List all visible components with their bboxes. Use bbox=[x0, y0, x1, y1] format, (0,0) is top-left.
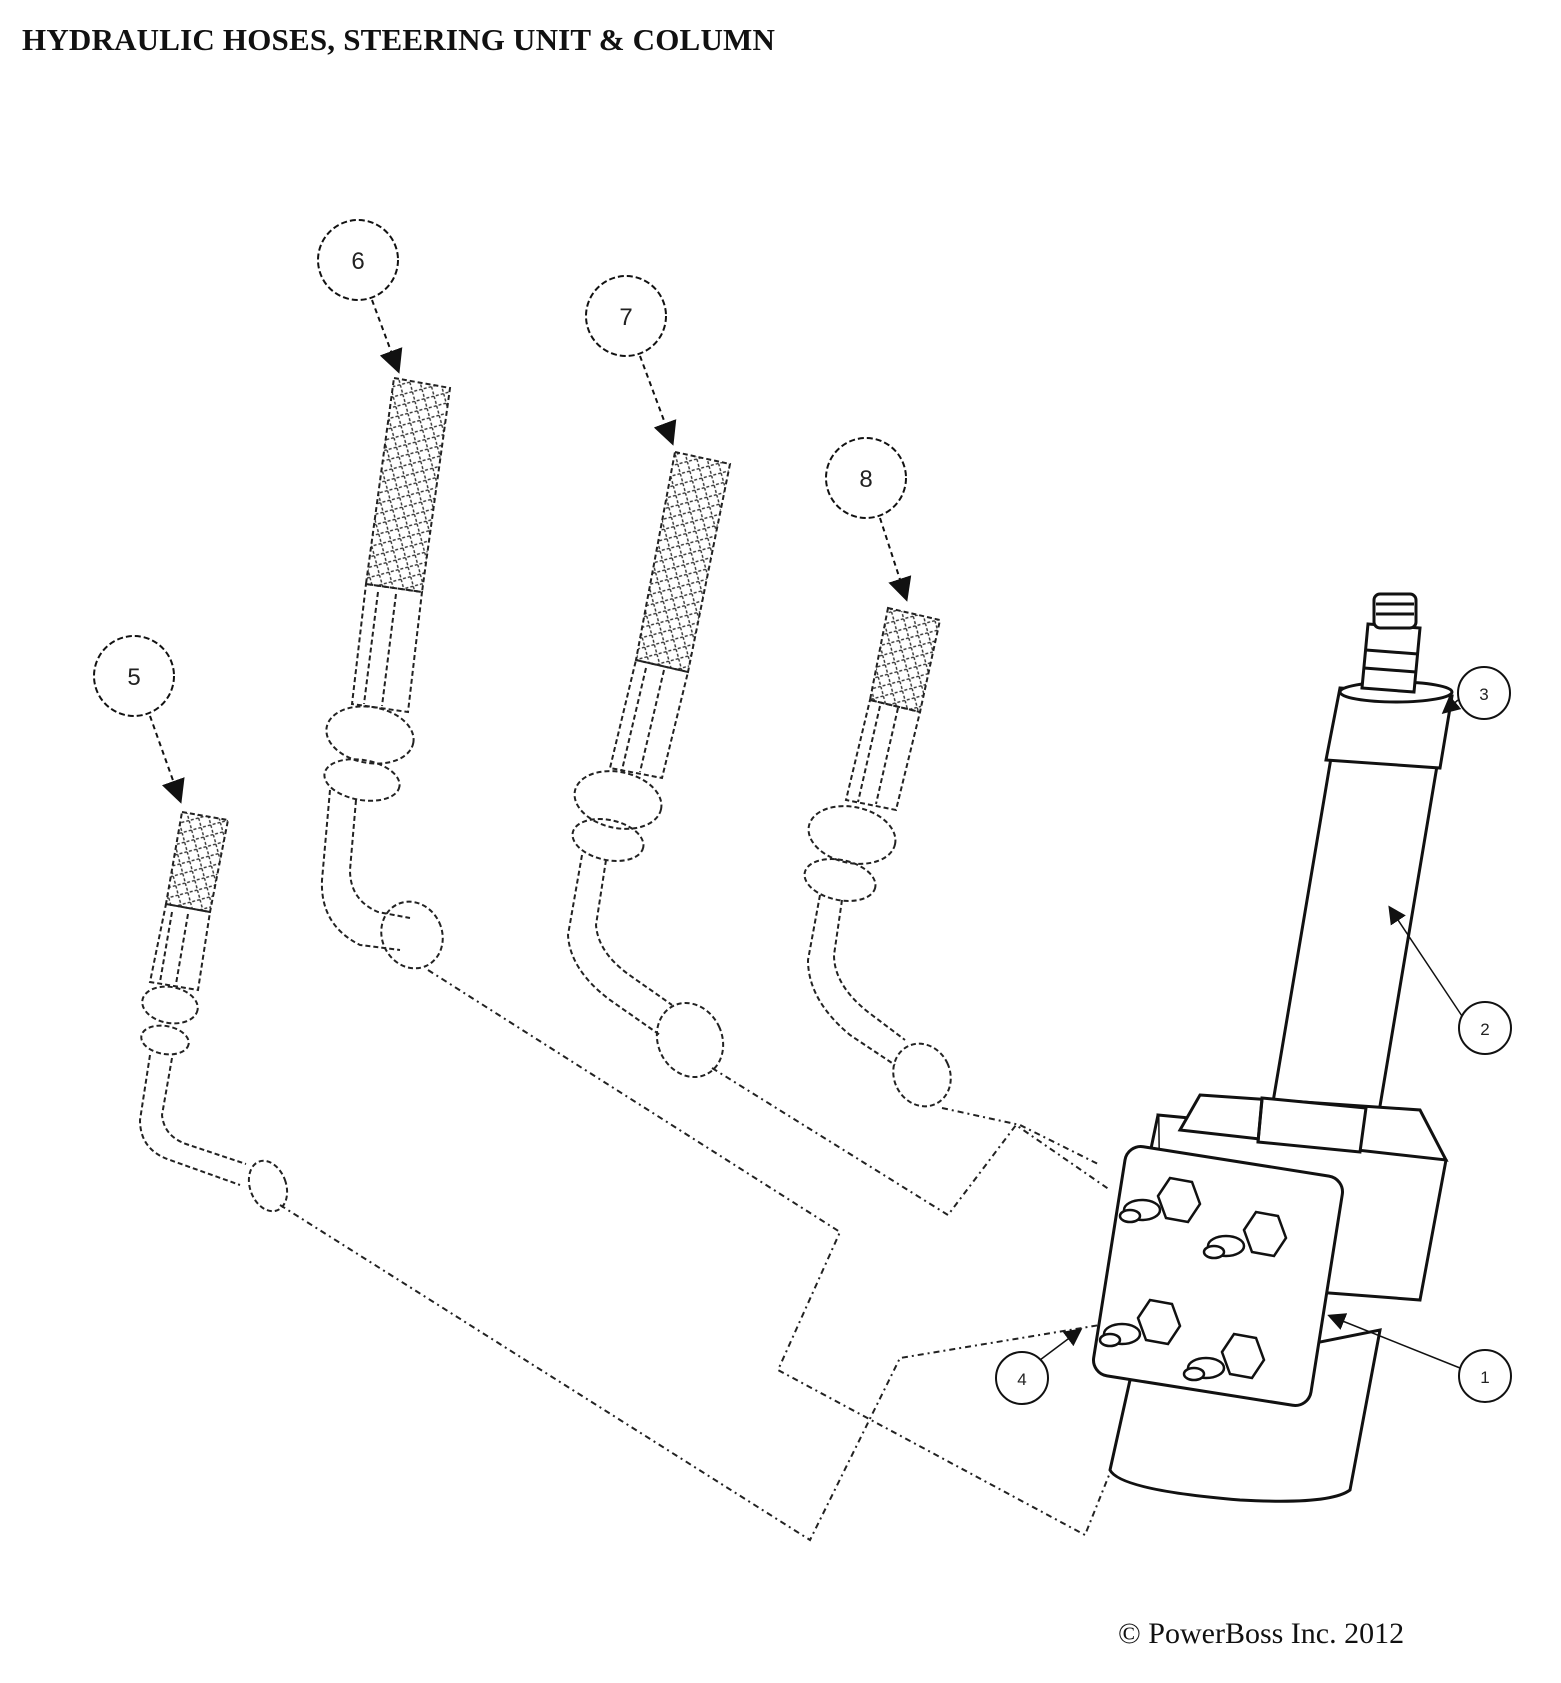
callout-label: 8 bbox=[859, 466, 872, 493]
callout-label: 3 bbox=[1479, 685, 1488, 704]
callout-label: 2 bbox=[1480, 1020, 1489, 1039]
page-title: HYDRAULIC HOSES, STEERING UNIT & COLUMN bbox=[22, 22, 776, 57]
callout-7: 7 bbox=[585, 275, 677, 446]
callout-3: 3 bbox=[1441, 666, 1511, 720]
hose-5 bbox=[138, 810, 289, 1213]
callout-6: 6 bbox=[317, 219, 403, 374]
callout-label: 6 bbox=[351, 248, 364, 275]
port-fitting-upper-right bbox=[1202, 1210, 1288, 1260]
copyright-notice: © PowerBoss Inc. 2012 bbox=[1118, 1617, 1405, 1650]
callout-8: 8 bbox=[825, 437, 912, 602]
port-fitting-upper-left bbox=[1118, 1176, 1202, 1224]
hose-6 bbox=[320, 376, 452, 970]
callout-label: 7 bbox=[619, 304, 632, 331]
port-fitting-lower-right bbox=[1182, 1332, 1266, 1382]
steering-column bbox=[1270, 592, 1454, 1120]
hose-8 bbox=[803, 606, 952, 1108]
port-fittings bbox=[1098, 1176, 1288, 1382]
callout-4: 4 bbox=[995, 1328, 1083, 1405]
callout-2: 2 bbox=[1388, 905, 1512, 1055]
steering-unit bbox=[1092, 1093, 1449, 1503]
callout-label: 5 bbox=[127, 664, 140, 691]
port-fitting-lower-left bbox=[1098, 1298, 1182, 1348]
callout-1: 1 bbox=[1327, 1313, 1512, 1403]
callout-label: 4 bbox=[1017, 1370, 1026, 1389]
connection-lines bbox=[279, 969, 1137, 1542]
callout-label: 1 bbox=[1480, 1368, 1489, 1387]
callout-5: 5 bbox=[93, 635, 185, 804]
hose-7 bbox=[566, 450, 732, 1078]
